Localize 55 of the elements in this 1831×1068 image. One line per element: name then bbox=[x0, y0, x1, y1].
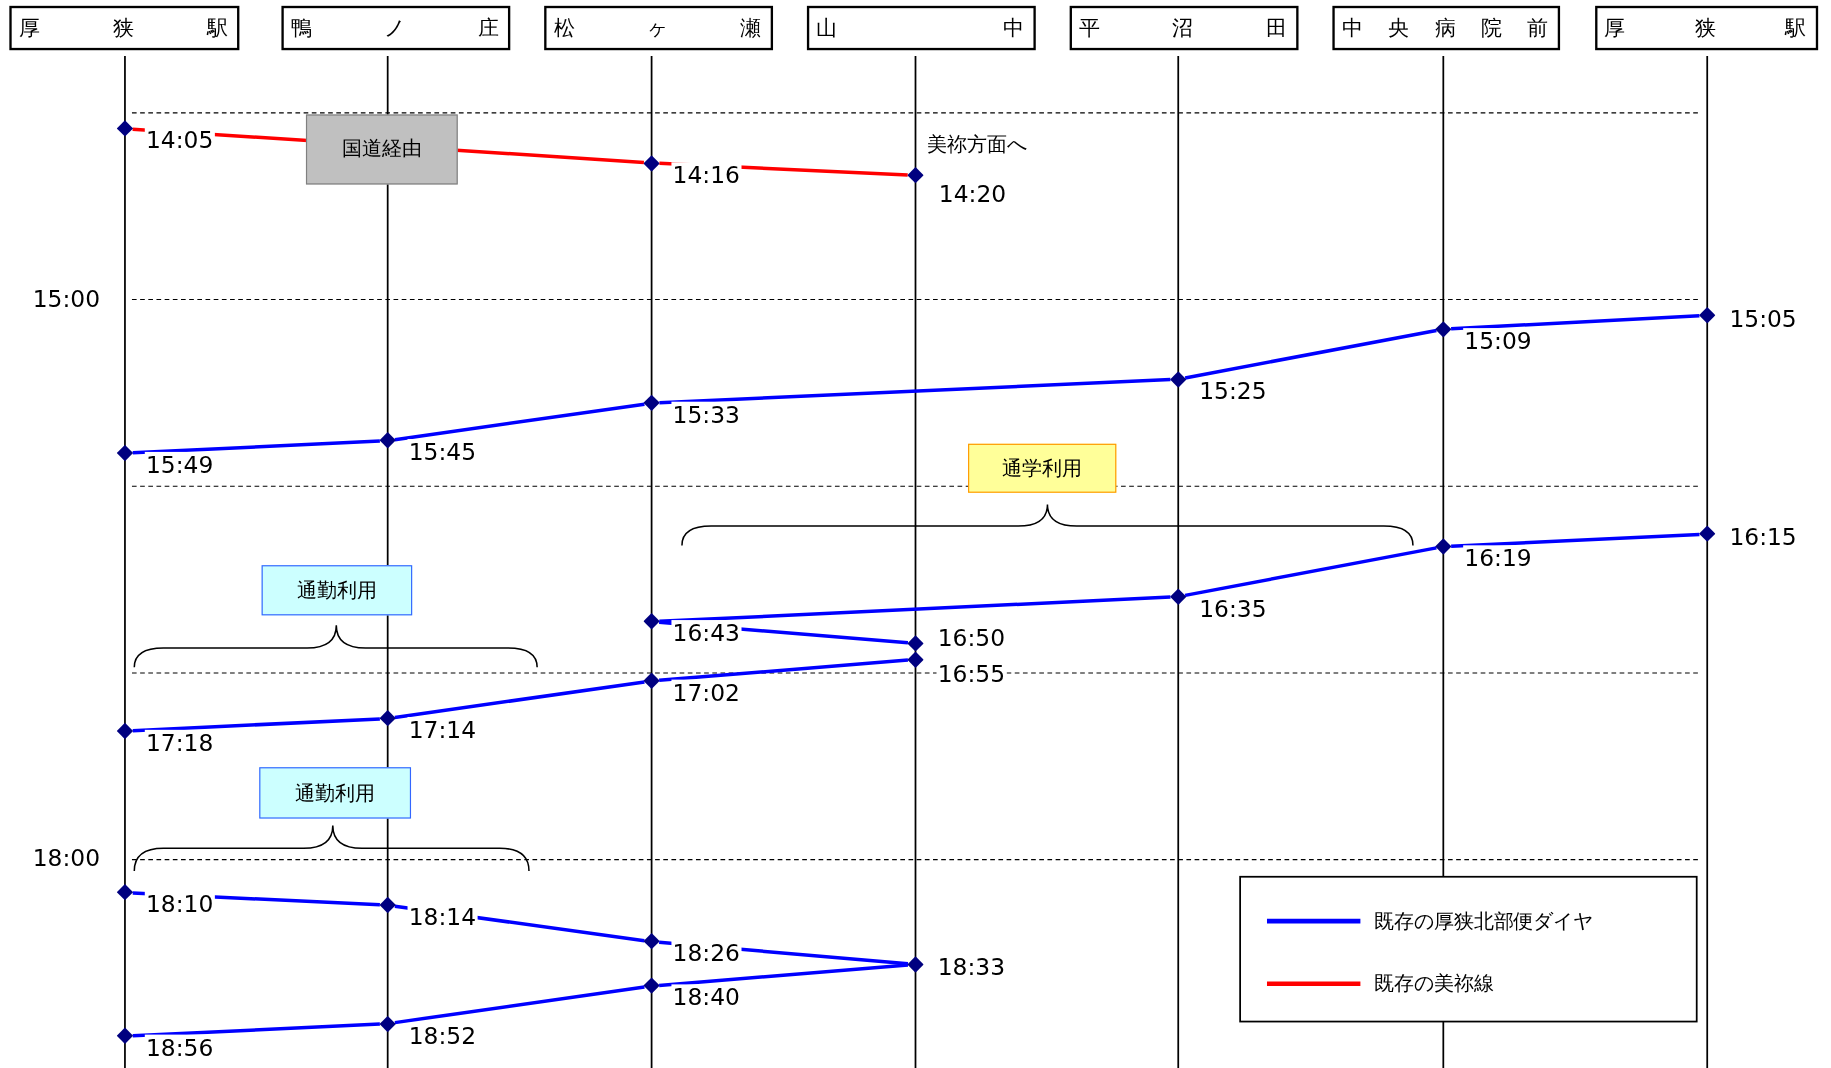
route-line bbox=[659, 658, 909, 683]
route-line bbox=[659, 595, 1171, 624]
stop-marker bbox=[643, 394, 660, 412]
stop-marker bbox=[907, 956, 924, 973]
station-label: 厚狭駅 bbox=[1595, 5, 1819, 51]
station-label: 松ヶ瀬 bbox=[544, 5, 774, 51]
route-line bbox=[394, 680, 645, 720]
route-line bbox=[132, 1022, 380, 1038]
stop-marker bbox=[643, 613, 660, 630]
station-label: 厚狭駅 bbox=[9, 5, 240, 51]
route-line bbox=[1451, 532, 1700, 548]
route-line bbox=[1184, 546, 1437, 598]
route-line bbox=[132, 717, 380, 733]
tag-box: 通勤利用 bbox=[259, 767, 412, 819]
station-label: 中央病院前 bbox=[1332, 5, 1561, 51]
route-line bbox=[394, 985, 645, 1025]
stop-marker bbox=[379, 432, 396, 449]
route-line bbox=[132, 439, 380, 455]
station-label: 山中 bbox=[806, 5, 1036, 51]
stop-marker bbox=[116, 722, 134, 740]
route-line bbox=[659, 963, 909, 988]
stop-marker bbox=[1699, 525, 1716, 543]
station-label: 平沼田 bbox=[1069, 5, 1299, 51]
stop-marker bbox=[116, 884, 134, 901]
route-line bbox=[1184, 328, 1437, 380]
stop-marker bbox=[116, 1027, 134, 1045]
edge-label: 国道経由 bbox=[305, 113, 458, 184]
route-line bbox=[1451, 314, 1700, 331]
stop-marker bbox=[1170, 588, 1187, 605]
route-line bbox=[659, 377, 1171, 405]
legend-text: 既存の厚狭北部便ダイヤ bbox=[1374, 908, 1593, 935]
stop-marker bbox=[379, 897, 396, 914]
stop-marker bbox=[1699, 307, 1716, 324]
stop-marker bbox=[379, 710, 396, 727]
legend-text: 既存の美祢線 bbox=[1374, 971, 1494, 998]
stop-marker bbox=[643, 933, 660, 950]
stop-marker bbox=[643, 154, 660, 172]
hour-label: 18:00 bbox=[32, 844, 100, 873]
station-label: 鴨ノ庄 bbox=[281, 5, 511, 51]
stop-marker bbox=[116, 120, 134, 137]
tag-box: 通勤利用 bbox=[261, 564, 413, 615]
stop-marker bbox=[1435, 538, 1452, 555]
hour-label: 15:00 bbox=[32, 284, 100, 313]
stop-marker bbox=[643, 977, 660, 995]
direction-note: 美祢方面へ bbox=[926, 131, 1028, 157]
stop-marker bbox=[907, 635, 924, 652]
stop-marker bbox=[907, 651, 924, 668]
stop-marker bbox=[116, 445, 134, 462]
tag-box: 通学利用 bbox=[968, 444, 1117, 494]
stop-marker bbox=[1170, 371, 1187, 388]
stop-marker bbox=[643, 672, 660, 690]
stop-marker bbox=[907, 167, 924, 184]
stop-marker bbox=[379, 1015, 396, 1032]
stop-marker bbox=[1435, 320, 1452, 338]
route-line bbox=[394, 402, 645, 442]
